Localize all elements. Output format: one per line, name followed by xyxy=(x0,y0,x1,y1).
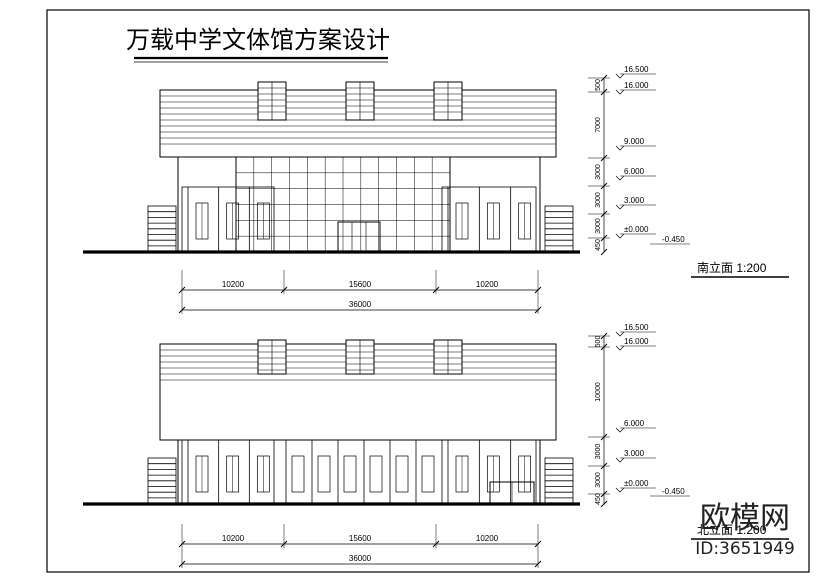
body-window xyxy=(369,455,383,493)
ground-level-label: -0.450 xyxy=(662,235,685,244)
level-triangle xyxy=(615,204,625,210)
vertical-dim-label: 3000 xyxy=(595,444,602,460)
body-window xyxy=(421,455,435,493)
level-triangle xyxy=(615,487,625,493)
north-elevation: 10200 15600 10200 36000 500 10000 3000 3000 450 1… xyxy=(83,323,789,568)
total-dim-label: 36000 xyxy=(349,554,372,563)
level-label: 16.500 xyxy=(624,323,649,332)
vertical-dim-label: 3000 xyxy=(595,192,602,208)
level-triangle xyxy=(615,145,625,151)
vertical-dim-label: 7000 xyxy=(595,117,602,133)
horizontal-dim-label: 15600 xyxy=(349,534,372,543)
dim-tick xyxy=(178,286,186,294)
watermark-id: ID:3651949 xyxy=(695,539,795,559)
elevation-label: 南立面 1:200 xyxy=(697,260,767,275)
title-block: 万载中学文体馆方案设计 xyxy=(126,26,390,63)
vertical-dim-label: 500 xyxy=(595,336,602,348)
side-wing xyxy=(441,439,537,505)
dim-tick xyxy=(534,286,542,294)
dim-tick xyxy=(178,306,186,314)
level-triangle xyxy=(615,175,625,181)
building-body xyxy=(177,439,541,505)
dim-tick xyxy=(534,560,542,568)
level-label: 16.000 xyxy=(624,337,649,346)
watermark: 欧模网 ID:3651949 xyxy=(695,501,795,559)
body-window xyxy=(343,455,357,493)
level-label: 16.000 xyxy=(624,81,649,90)
level-triangle xyxy=(615,73,625,79)
body-window xyxy=(317,455,331,493)
dim-tick xyxy=(178,540,186,548)
vertical-dim-label: 500 xyxy=(595,79,602,91)
level-label: 6.000 xyxy=(624,167,645,176)
dim-tick xyxy=(534,540,542,548)
main-entrance xyxy=(337,221,381,253)
level-label: 6.000 xyxy=(624,419,645,428)
watermark-brand: 欧模网 xyxy=(700,501,790,536)
dim-tick xyxy=(534,306,542,314)
dim-tick xyxy=(280,286,288,294)
vertical-dim-label: 3000 xyxy=(595,164,602,180)
vertical-dim-label: 3000 xyxy=(595,472,602,488)
total-dim-label: 36000 xyxy=(349,300,372,309)
south-elevation: 10200 15600 10200 36000 500 7000 3000 3000 3000 4… xyxy=(83,65,789,314)
level-triangle xyxy=(615,331,625,337)
side-wing xyxy=(441,186,537,253)
dim-tick xyxy=(178,560,186,568)
horizontal-dim-label: 15600 xyxy=(349,280,372,289)
level-label: 3.000 xyxy=(624,196,645,205)
side-wing xyxy=(181,439,275,505)
body-window xyxy=(395,455,409,493)
side-wing xyxy=(181,186,275,253)
level-label: ±0.000 xyxy=(624,225,649,234)
dim-tick xyxy=(600,248,608,256)
dim-tick xyxy=(600,500,608,508)
level-triangle xyxy=(615,427,625,433)
sheet-frame xyxy=(46,9,810,573)
ground-level-label: -0.450 xyxy=(662,487,685,496)
horizontal-dim-label: 10200 xyxy=(476,280,499,289)
vertical-dim-label: 450 xyxy=(595,493,602,505)
level-label: 3.000 xyxy=(624,449,645,458)
level-label: 9.000 xyxy=(624,137,645,146)
level-triangle xyxy=(615,457,625,463)
horizontal-dim-label: 10200 xyxy=(222,280,245,289)
page-title: 万载中学文体馆方案设计 xyxy=(126,26,390,54)
vertical-dim-label: 3000 xyxy=(595,218,602,234)
dim-tick xyxy=(432,540,440,548)
body-window xyxy=(291,455,305,493)
vertical-dim-label: 450 xyxy=(595,239,602,251)
vertical-dim-label: 10000 xyxy=(595,382,602,402)
level-triangle xyxy=(615,233,625,239)
elevation-label: 北立面 1:200 xyxy=(697,522,767,537)
horizontal-dim-label: 10200 xyxy=(222,534,245,543)
horizontal-dim-label: 10200 xyxy=(476,534,499,543)
level-triangle xyxy=(615,89,625,95)
level-label: 16.500 xyxy=(624,65,649,74)
level-label: ±0.000 xyxy=(624,479,649,488)
level-triangle xyxy=(615,345,625,351)
dim-tick xyxy=(280,540,288,548)
dim-tick xyxy=(432,286,440,294)
